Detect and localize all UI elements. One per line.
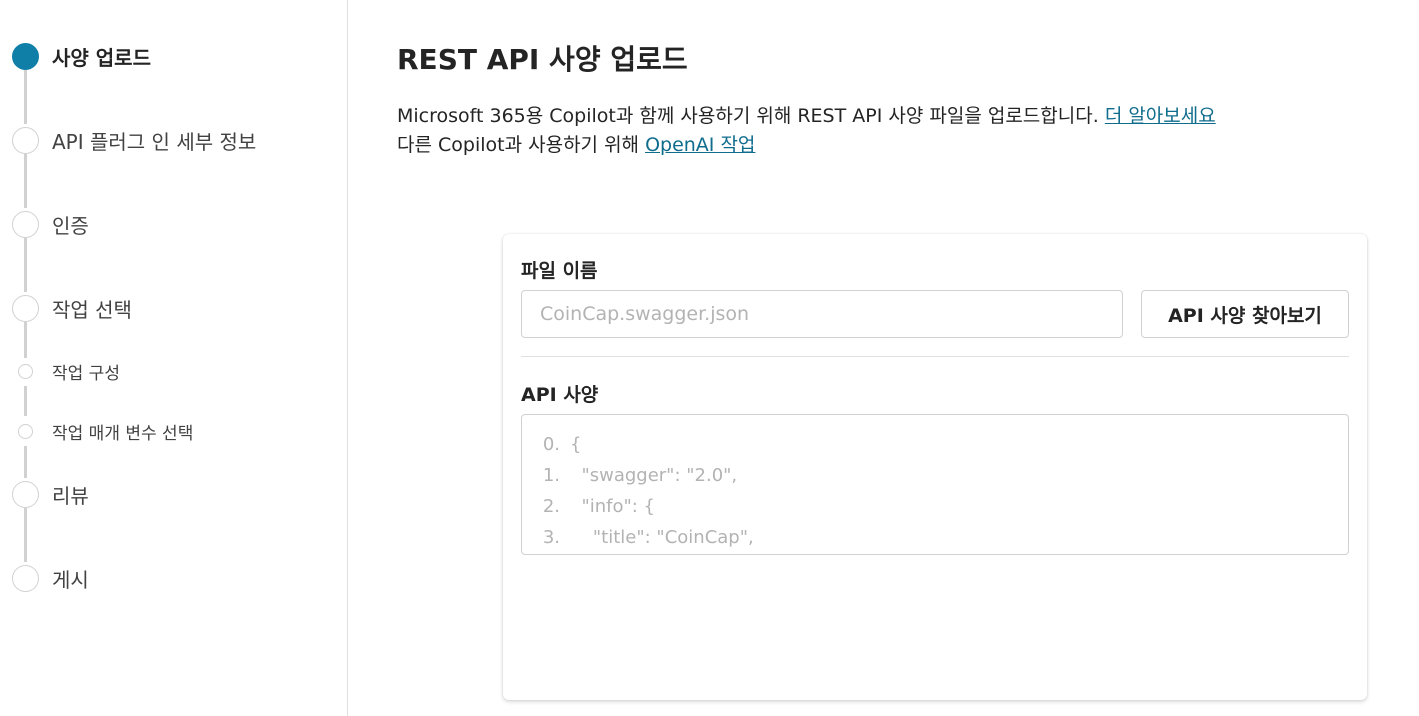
step-label: 작업 선택 (52, 297, 132, 322)
page-description: Microsoft 365용 Copilot과 함께 사용하기 위해 REST … (397, 102, 1216, 160)
spec-line: 0. { (522, 429, 1348, 460)
substep-indicator (18, 363, 33, 379)
step-indicator (12, 126, 39, 154)
line-code: "swagger": "2.0", (570, 465, 738, 486)
substep-indicator (18, 423, 33, 439)
line-code: "info": { (570, 496, 655, 517)
spec-line: 2. "info": { (522, 491, 1348, 522)
step-label: 인증 (52, 213, 89, 238)
line-number: 3. (542, 527, 560, 548)
spec-line: 3. "title": "CoinCap", (522, 522, 1348, 553)
upload-card: 파일 이름 API 사양 찾아보기 API 사양 0. { 1. "swagge… (503, 234, 1367, 700)
step-label: 사양 업로드 (52, 45, 151, 70)
line-number: 1. (542, 465, 560, 486)
file-name-input[interactable] (521, 290, 1123, 338)
divider (521, 356, 1349, 357)
description-text: Microsoft 365용 Copilot과 함께 사용하기 위해 REST … (397, 105, 1105, 127)
learn-more-link[interactable]: 더 알아보세요 (1104, 105, 1216, 127)
api-spec-viewer[interactable]: 0. { 1. "swagger": "2.0", 2. "info": { 3… (521, 414, 1349, 555)
line-code: { (570, 434, 582, 455)
step-indicator-active (12, 42, 39, 70)
openai-actions-link[interactable]: OpenAI 작업 (645, 134, 756, 156)
step-indicator (12, 480, 39, 508)
line-code: "title": "CoinCap", (570, 527, 754, 548)
step-indicator (12, 210, 39, 238)
stepper-rail (24, 154, 27, 208)
api-spec-label: API 사양 (521, 384, 599, 406)
browse-spec-button[interactable]: API 사양 찾아보기 (1141, 290, 1349, 338)
stepper-rail (24, 322, 27, 358)
line-number: 2. (542, 496, 560, 517)
step-label: 작업 매개 변수 선택 (52, 423, 194, 444)
stepper-rail (24, 386, 27, 416)
step-label: API 플러그 인 세부 정보 (52, 129, 257, 154)
page-title: REST API 사양 업로드 (397, 43, 688, 76)
step-label: 작업 구성 (52, 363, 120, 384)
stepper-rail (24, 508, 27, 562)
step-indicator (12, 294, 39, 322)
spec-line: 1. "swagger": "2.0", (522, 460, 1348, 491)
step-indicator (12, 564, 39, 592)
step-label: 게시 (52, 567, 89, 592)
description-text: 다른 Copilot과 사용하기 위해 (397, 134, 646, 156)
step-label: 리뷰 (52, 483, 89, 508)
stepper-rail (24, 238, 27, 292)
stepper-rail (24, 70, 27, 124)
line-number: 0. (542, 434, 560, 455)
stepper-rail (24, 446, 27, 478)
main-content: REST API 사양 업로드 Microsoft 365용 Copilot과 … (349, 0, 1419, 716)
file-name-label: 파일 이름 (521, 260, 598, 282)
wizard-stepper: 사양 업로드 API 플러그 인 세부 정보 인증 작업 선택 작업 구성 작업… (0, 0, 348, 716)
